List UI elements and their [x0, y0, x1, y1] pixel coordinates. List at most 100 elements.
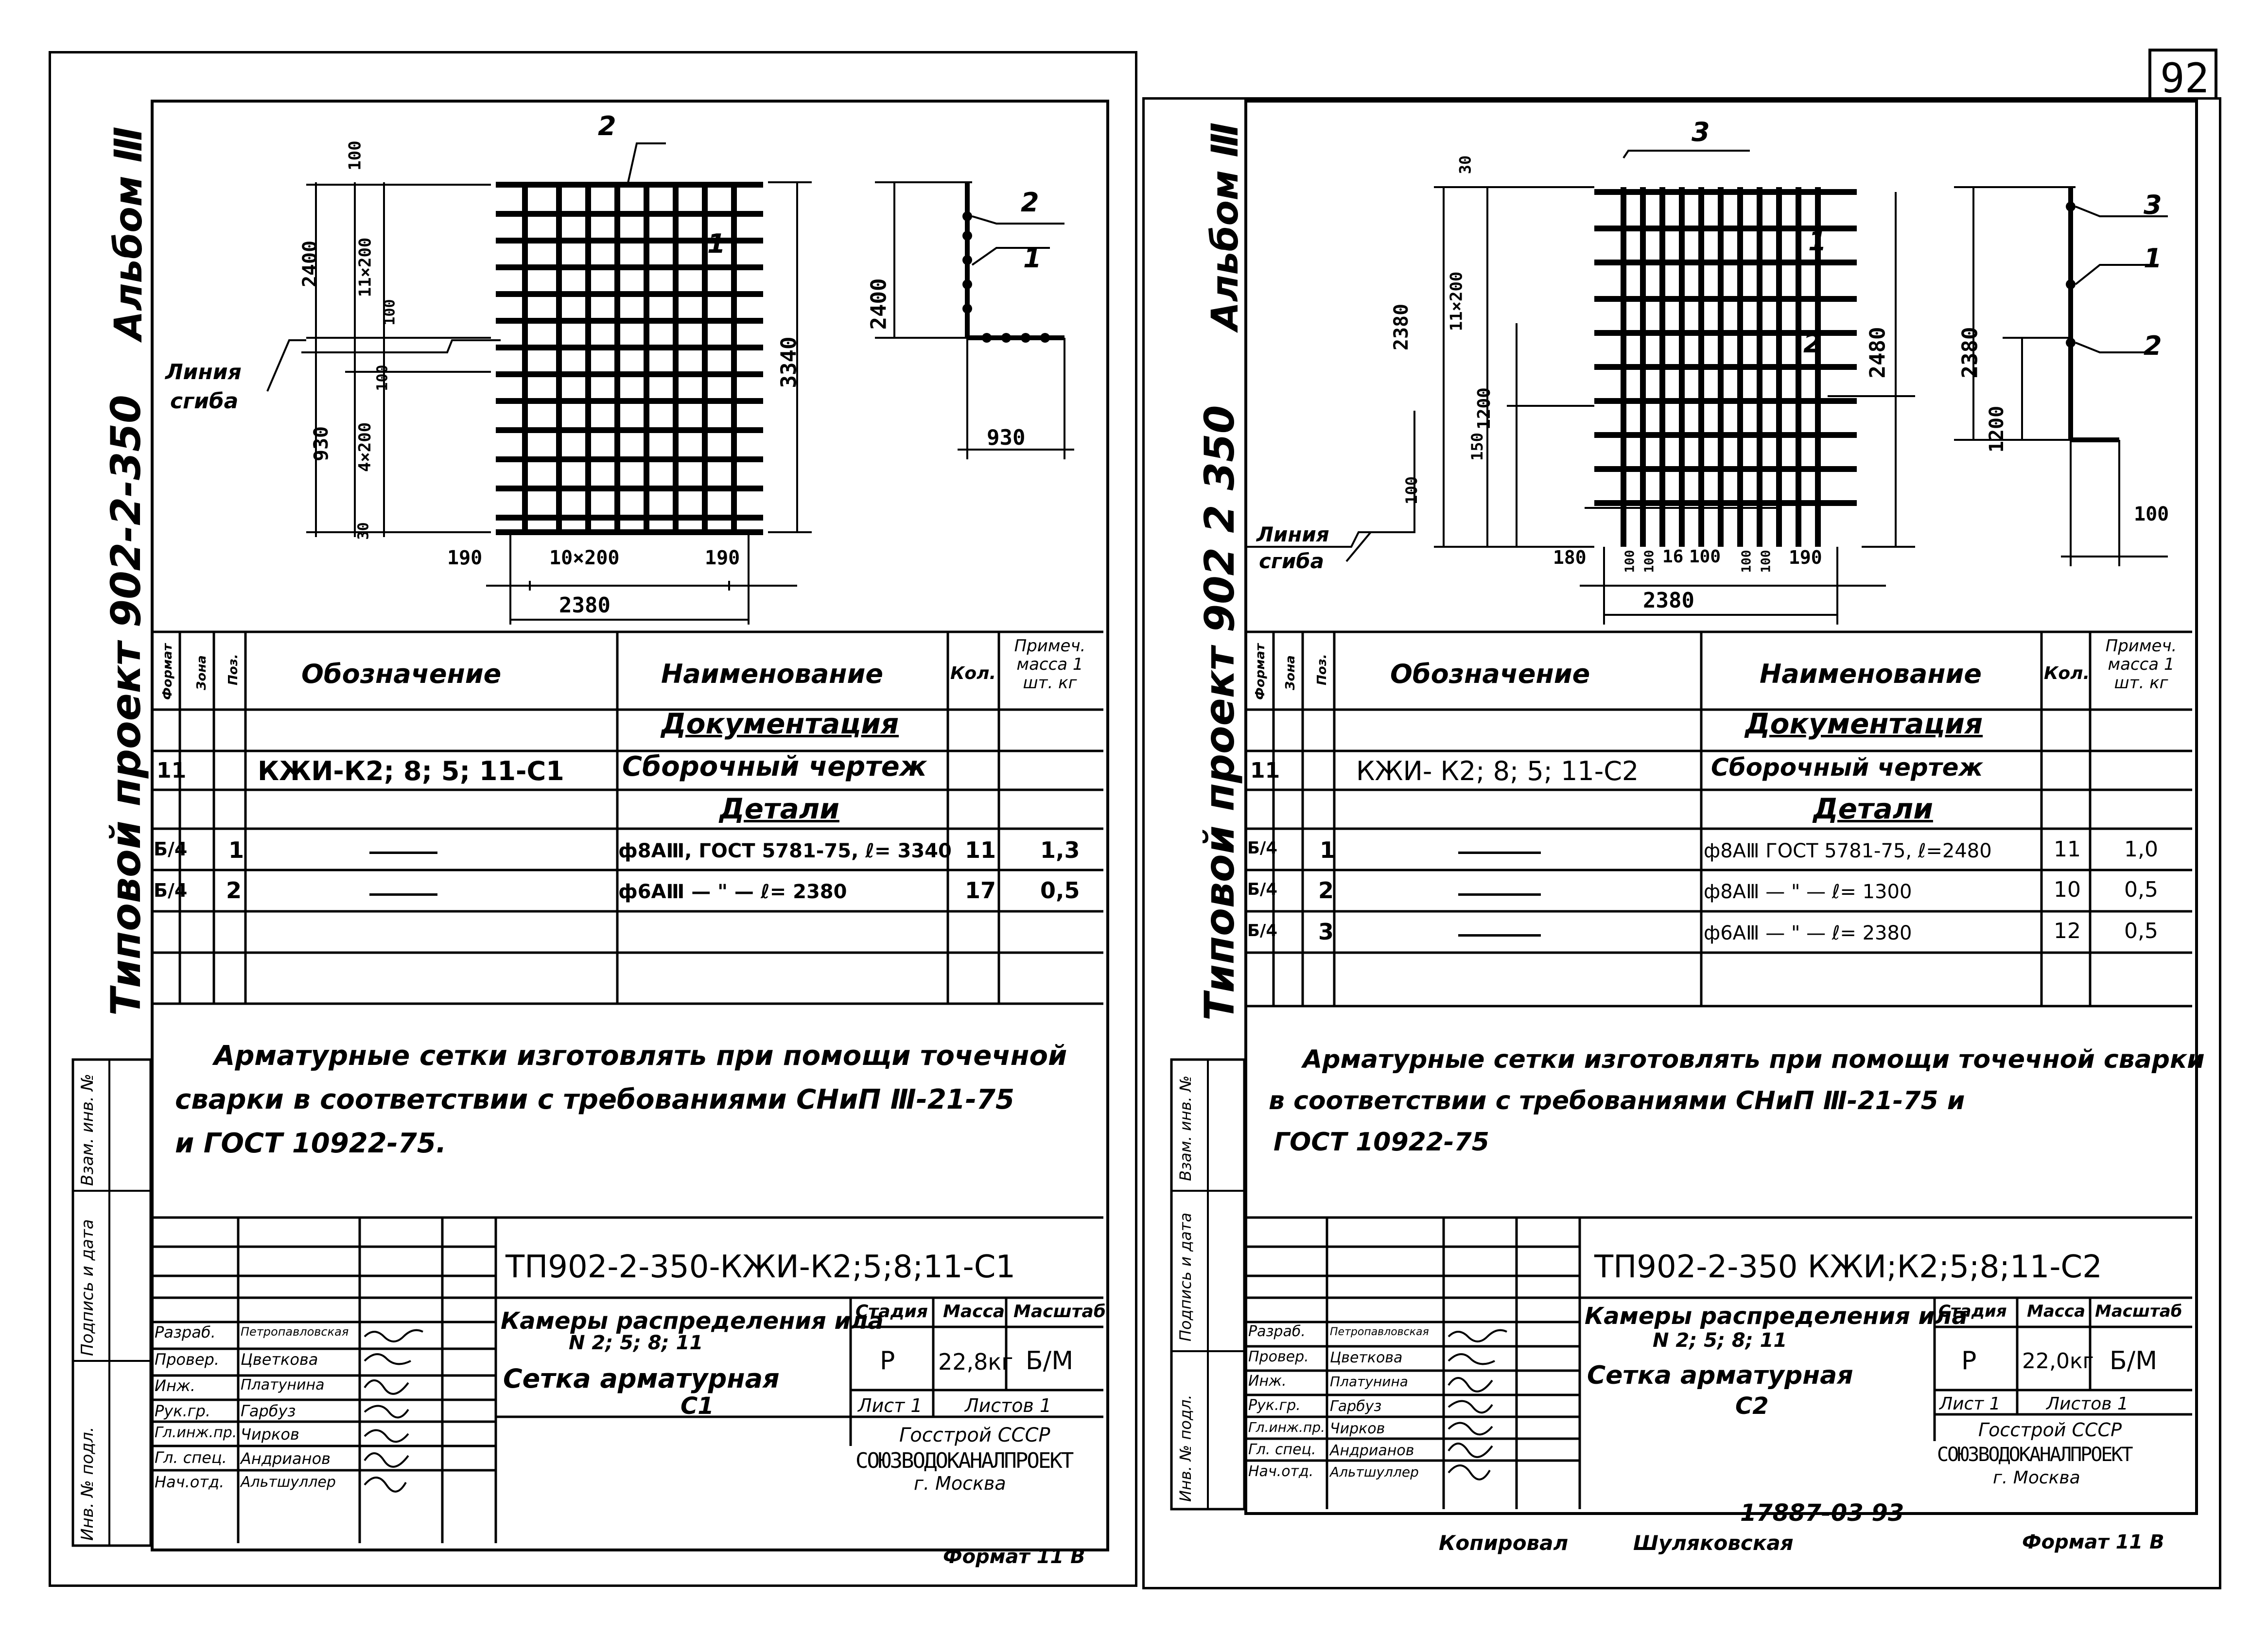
left-row2-mass: 0,5	[1040, 877, 1080, 904]
right-dim-30: 30	[1456, 155, 1475, 174]
left-role-4: Рук.гр.	[155, 1402, 211, 1420]
right-spec-h-qty: Кол.	[2044, 663, 2090, 683]
left-leader-2: 2	[598, 111, 616, 141]
left-row1-pos: 1	[228, 837, 244, 863]
right-row2-dash	[1458, 893, 1541, 896]
left-role-5: Гл.инж.пр.	[155, 1424, 237, 1441]
right-leader-3: 3	[1692, 117, 1710, 147]
right-stamp-sign: Подпись и дата	[1176, 1212, 1195, 1341]
right-dim-16: 16	[1662, 547, 1684, 567]
right-spec-doc-format: 11	[1250, 758, 1280, 783]
right-side-stamp	[1170, 1058, 1246, 1511]
left-tb-code: ТП902-2-350-КЖИ-К2;5;8;11-С1	[506, 1249, 1016, 1285]
left-note-line1: Арматурные сетки изготовлять при помощи …	[214, 1040, 1067, 1072]
right-dim-2380-bottom: 2380	[1643, 588, 1694, 613]
left-row1-mass: 1,3	[1040, 837, 1080, 863]
right-tb-code: ТП902-2-350 КЖИ;К2;5;8;11-С2	[1594, 1249, 2102, 1285]
left-row2-qty: 17	[965, 877, 996, 904]
right-format-label: Формат 11 В	[2022, 1531, 2164, 1553]
left-row1-dash	[369, 852, 437, 854]
right-spec-h-pos: Поз.	[1315, 654, 1329, 685]
right-role-4: Рук.гр.	[1248, 1397, 1301, 1414]
left-stamp-inv: Инв. № подл.	[78, 1427, 97, 1541]
right-row2-name: ф8АⅢ — " — ℓ= 1300	[1704, 881, 1912, 903]
right-row3-name: ф6АⅢ — " — ℓ= 2380	[1704, 922, 1912, 944]
left-row1-name: ф8АⅢ, ГОСТ 5781-75, ℓ= 3340	[618, 840, 952, 862]
right-name-3: Платунина	[1330, 1374, 1408, 1390]
right-dim-100-b: 100	[1642, 550, 1657, 573]
left-tb-scale: Б/М	[1026, 1346, 1074, 1375]
left-name-6: Андрианов	[241, 1449, 331, 1468]
page-number: 92	[2160, 54, 2210, 102]
right-tb-scale: Б/М	[2110, 1346, 2158, 1375]
left-name-7: Альтшуллер	[241, 1474, 336, 1491]
left-tb-sheet: Лист 1	[858, 1395, 923, 1416]
left-row2-format: Б/4	[154, 880, 188, 901]
left-album-label: Альбом Ⅲ	[107, 126, 151, 340]
left-drawing-frame	[151, 100, 1109, 1551]
right-tb-stage: Р	[1961, 1346, 1977, 1375]
right-row3-format: Б/4	[1247, 921, 1277, 940]
right-dim-100-a: 100	[1622, 550, 1638, 573]
right-tb-title-2: N 2; 5; 8; 11	[1653, 1329, 1787, 1352]
left-dim-11x200: 11×200	[355, 237, 375, 297]
right-row3-pos: 3	[1318, 919, 1334, 945]
left-side-leader-2: 2	[1021, 187, 1039, 218]
right-note-line2: в соответствии с требованиями СНиП Ⅲ-21-…	[1269, 1086, 1965, 1115]
left-tb-org-1: Госстрой СССР	[899, 1424, 1050, 1446]
right-spec-h-zone: Зона	[1283, 655, 1298, 690]
left-spec-doc-format: 11	[157, 758, 187, 783]
left-stamp-replace: Взам. инв. №	[78, 1074, 97, 1186]
left-row1-format: Б/4	[154, 838, 188, 860]
right-row2-format: Б/4	[1247, 880, 1277, 899]
right-spec-section-parts: Детали	[1813, 792, 1933, 825]
left-side-leader-1: 1	[1023, 243, 1042, 274]
left-mesh-drawing	[266, 142, 1074, 625]
right-role-3: Инж.	[1248, 1373, 1287, 1390]
right-leader-1: 1	[1808, 226, 1827, 257]
left-tb-sheets: Листов 1	[965, 1395, 1052, 1416]
right-row2-qty: 10	[2054, 877, 2081, 902]
right-name-1: Петропавловская	[1330, 1326, 1429, 1338]
right-spec-section-doc: Документация	[1745, 707, 1983, 740]
left-name-1: Петропавловская	[241, 1325, 349, 1339]
left-dim-930: 930	[310, 426, 333, 462]
left-spec-h-note: Примеч. масса 1 шт. кг	[1014, 636, 1086, 693]
right-row1-qty: 11	[2054, 837, 2081, 862]
right-mesh-drawing	[1244, 150, 2168, 625]
left-tb-org-2: СОЮЗВОДОКАНАЛПРОЕКТ	[855, 1448, 1074, 1473]
right-dim-1200-side: 1200	[1986, 405, 2008, 453]
left-dim-930-side: 930	[987, 425, 1026, 450]
right-role-7: Нач.отд.	[1248, 1463, 1314, 1480]
left-row2-name: ф6АⅢ — " — ℓ= 2380	[618, 881, 847, 903]
right-stamp-inv: Инв. № подл.	[1176, 1394, 1195, 1502]
right-tb-org-2: СОЮЗВОДОКАНАЛПРОЕКТ	[1937, 1444, 2133, 1466]
left-dim-3340: 3340	[776, 336, 802, 388]
right-tb-title-4: С2	[1735, 1392, 1769, 1420]
left-tb-mass: 22,8кг	[938, 1349, 1013, 1375]
right-dim-100: 100	[1402, 476, 1421, 505]
right-album-label: Альбом Ⅲ	[1203, 122, 1246, 331]
right-name-5: Чирков	[1330, 1420, 1385, 1437]
right-dim-2380: 2380	[1390, 303, 1413, 351]
left-role-6: Гл. спец.	[155, 1448, 227, 1467]
left-dim-10x200: 10×200	[549, 547, 620, 569]
right-row1-mass: 1,0	[2124, 837, 2158, 862]
left-signatures	[364, 1329, 423, 1493]
right-spec-h-note: Примеч. масса 1 шт. кг	[2105, 636, 2177, 693]
left-dim-190-b: 190	[705, 547, 740, 569]
left-leader-1: 1	[707, 228, 726, 259]
right-side-leader-2: 2	[2144, 331, 2162, 361]
right-tb-sheet: Лист 1	[1939, 1394, 2001, 1414]
left-tb-title-3: Сетка арматурная	[503, 1363, 780, 1394]
right-row1-format: Б/4	[1247, 838, 1277, 858]
left-tb-scale-label: Масштаб	[1013, 1302, 1106, 1322]
left-dim-2380: 2380	[559, 593, 611, 618]
right-spec-doc-code: КЖИ- К2; 8; 5; 11-С2	[1356, 756, 1639, 786]
left-spec-h-pos: Поз.	[226, 654, 241, 685]
left-stamp-sign: Подпись и дата	[78, 1219, 97, 1356]
left-spec-h-name: Наименование	[661, 659, 884, 689]
right-spec-h-code: Обозначение	[1390, 659, 1590, 689]
right-drawing-frame	[1244, 100, 2198, 1515]
right-signatures	[1448, 1329, 1507, 1480]
